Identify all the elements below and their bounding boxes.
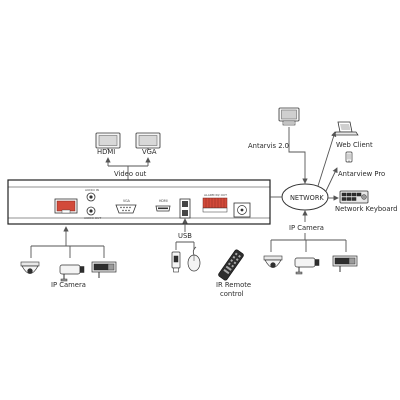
vga-port-icon: [115, 204, 137, 214]
vga-label: VGA: [142, 148, 157, 156]
dome-camera-icon: [263, 255, 283, 268]
video-out-bracket: [108, 165, 148, 180]
usb-port-icon: [179, 198, 191, 219]
hdmi-port-icon: [155, 205, 171, 212]
right-cameras-bracket: [270, 233, 347, 252]
ip-camera-right-label: IP Camera: [289, 224, 324, 232]
lan-port-icon: [54, 198, 78, 214]
audio-in-label: AUDIO IN: [85, 188, 99, 192]
audio-out-label: AUDIO OUT: [84, 216, 101, 220]
desktop-computer-icon: [278, 107, 300, 126]
antarvis-edge: [288, 127, 308, 184]
power-socket-icon: [233, 202, 251, 218]
hdmi-label: HDMI: [97, 148, 115, 156]
alarm-terminal-icon: [202, 197, 228, 213]
left-cameras-bracket: [30, 245, 105, 258]
audio-out-jack-icon: [86, 206, 96, 216]
network-keyboard-icon: [339, 190, 369, 204]
bullet-camera-icon: [59, 264, 85, 282]
network-keyboard-label: Network Keyboard: [335, 205, 398, 213]
usb-drive-icon: [171, 251, 181, 273]
antarview-pro-label: Antarview Pro: [338, 170, 385, 178]
laptop-icon: [333, 121, 359, 136]
audio-in-jack-icon: [86, 192, 96, 202]
usb-bracket: [175, 241, 195, 250]
hdmi-port-label: HDMI: [159, 199, 168, 203]
vga-port-label: VGA: [123, 199, 131, 203]
alarm-io-label: ALARM IN/ OUT: [204, 193, 227, 197]
nvr-recorder: [7, 179, 271, 225]
network-label: NETWORK: [290, 194, 324, 202]
web-client-label: Web Client: [336, 141, 373, 149]
video-out-label: Video out: [114, 170, 147, 178]
vga-monitor-icon: [135, 132, 161, 150]
web-client-edge: [317, 131, 337, 187]
ir-remote-label-line1: IR Remote: [216, 281, 251, 289]
usb-label: USB: [178, 232, 192, 240]
box-camera-icon: [332, 255, 358, 272]
box-camera-icon: [91, 261, 117, 278]
hdmi-monitor-icon: [95, 132, 121, 150]
ip-camera-left-label: IP Camera: [51, 281, 86, 289]
ir-remote-label-line2: control: [220, 290, 244, 298]
antarview-edge: [325, 167, 338, 192]
bullet-camera-icon: [294, 257, 320, 275]
remote-control-icon: [218, 249, 244, 281]
mouse-icon: [187, 246, 201, 272]
antarvis-label: Antarvis 2.0: [248, 142, 289, 150]
dome-camera-icon: [20, 261, 40, 274]
smartphone-icon: [345, 151, 353, 163]
